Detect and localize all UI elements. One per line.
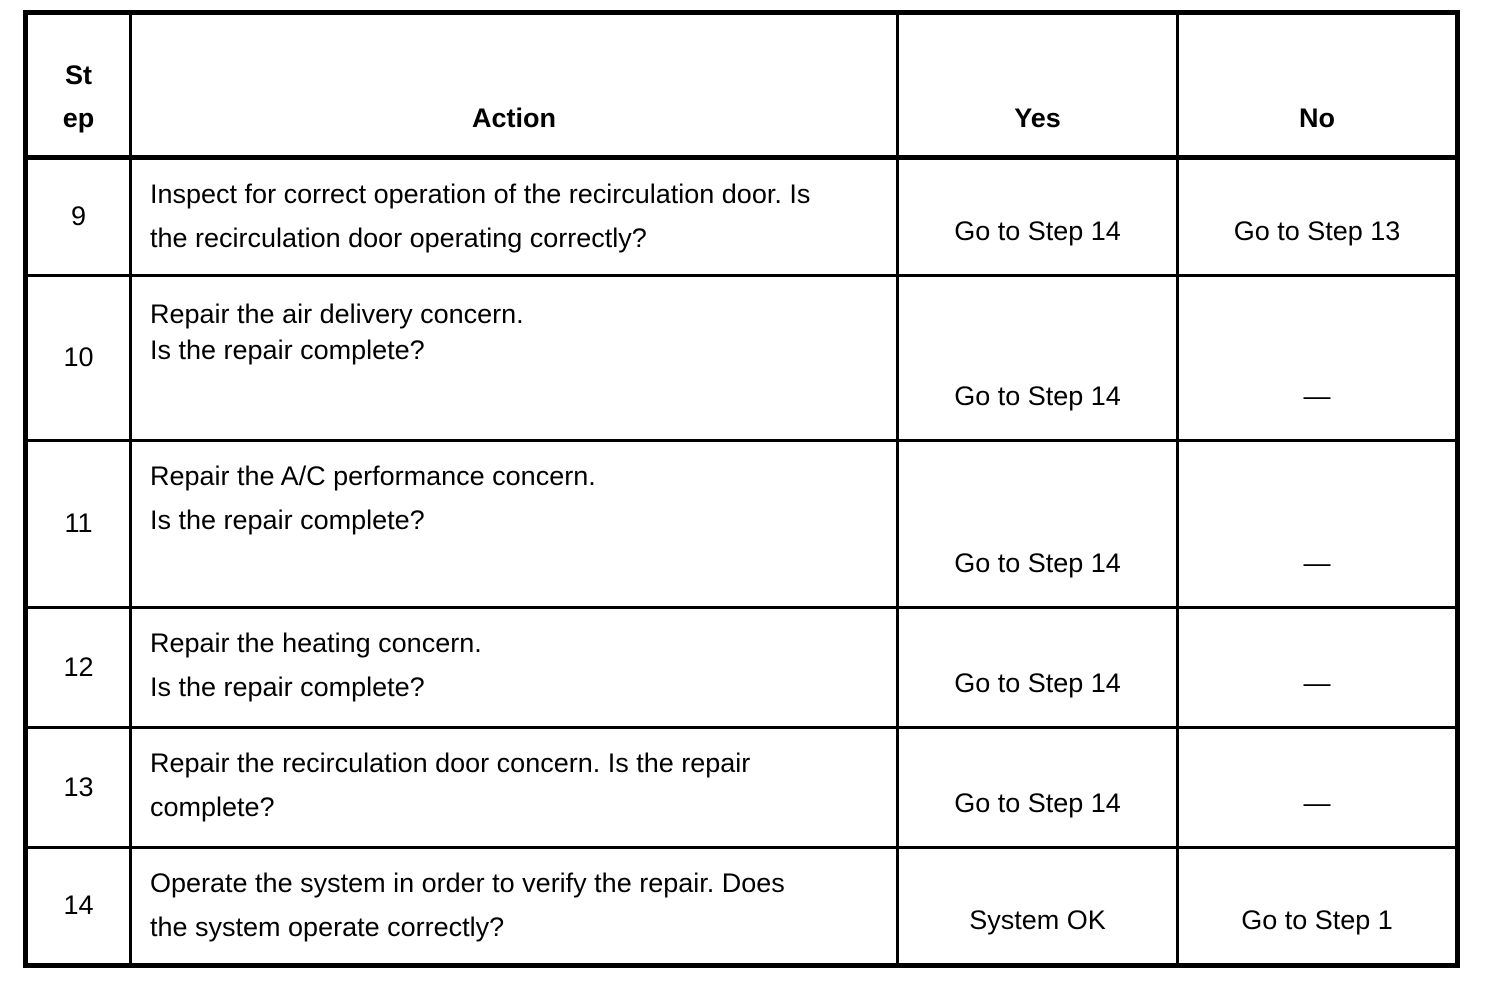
no-result: — (1176, 606, 1459, 729)
step-number: 12 (24, 606, 132, 729)
step-number: 11 (24, 439, 132, 609)
step-number: 14 (24, 846, 132, 967)
no-result: Go to Step 13 (1176, 156, 1459, 277)
yes-result: System OK (896, 846, 1179, 967)
action-text: Repair the recirculation door concern. I… (129, 726, 899, 849)
table-row-step-11: 11 Repair the A/C performance concern. I… (24, 439, 1459, 609)
action-text: Repair the A/C performance concern. Is t… (129, 439, 899, 609)
column-header-step: St ep (24, 11, 132, 160)
step-number: 9 (24, 156, 132, 277)
yes-result: Go to Step 14 (896, 606, 1179, 729)
column-header-action: Action (129, 11, 899, 160)
yes-result: Go to Step 14 (896, 274, 1179, 442)
column-header-yes: Yes (896, 11, 1179, 160)
action-text: Repair the air delivery concern. Is the … (129, 274, 899, 442)
diagnostic-steps-table: St ep Action Yes No 9 Inspect for correc… (23, 10, 1460, 968)
step-number: 10 (24, 274, 132, 442)
yes-result: Go to Step 14 (896, 439, 1179, 609)
header-row: St ep Action Yes No (24, 11, 1459, 160)
no-result: — (1176, 439, 1459, 609)
action-text: Inspect for correct operation of the rec… (129, 156, 899, 277)
yes-result: Go to Step 14 (896, 156, 1179, 277)
no-result: Go to Step 1 (1176, 846, 1459, 967)
no-result: — (1176, 726, 1459, 849)
table-row-step-9: 9 Inspect for correct operation of the r… (24, 156, 1459, 277)
table-row-step-14: 14 Operate the system in order to verify… (24, 846, 1459, 967)
table-row-step-10: 10 Repair the air delivery concern. Is t… (24, 274, 1459, 442)
table-row-step-13: 13 Repair the recirculation door concern… (24, 726, 1459, 849)
table-row-step-12: 12 Repair the heating concern. Is the re… (24, 606, 1459, 729)
action-text: Operate the system in order to verify th… (129, 846, 899, 967)
column-header-no: No (1176, 11, 1459, 160)
no-result: — (1176, 274, 1459, 442)
yes-result: Go to Step 14 (896, 726, 1179, 849)
step-number: 13 (24, 726, 132, 849)
action-text: Repair the heating concern. Is the repai… (129, 606, 899, 729)
